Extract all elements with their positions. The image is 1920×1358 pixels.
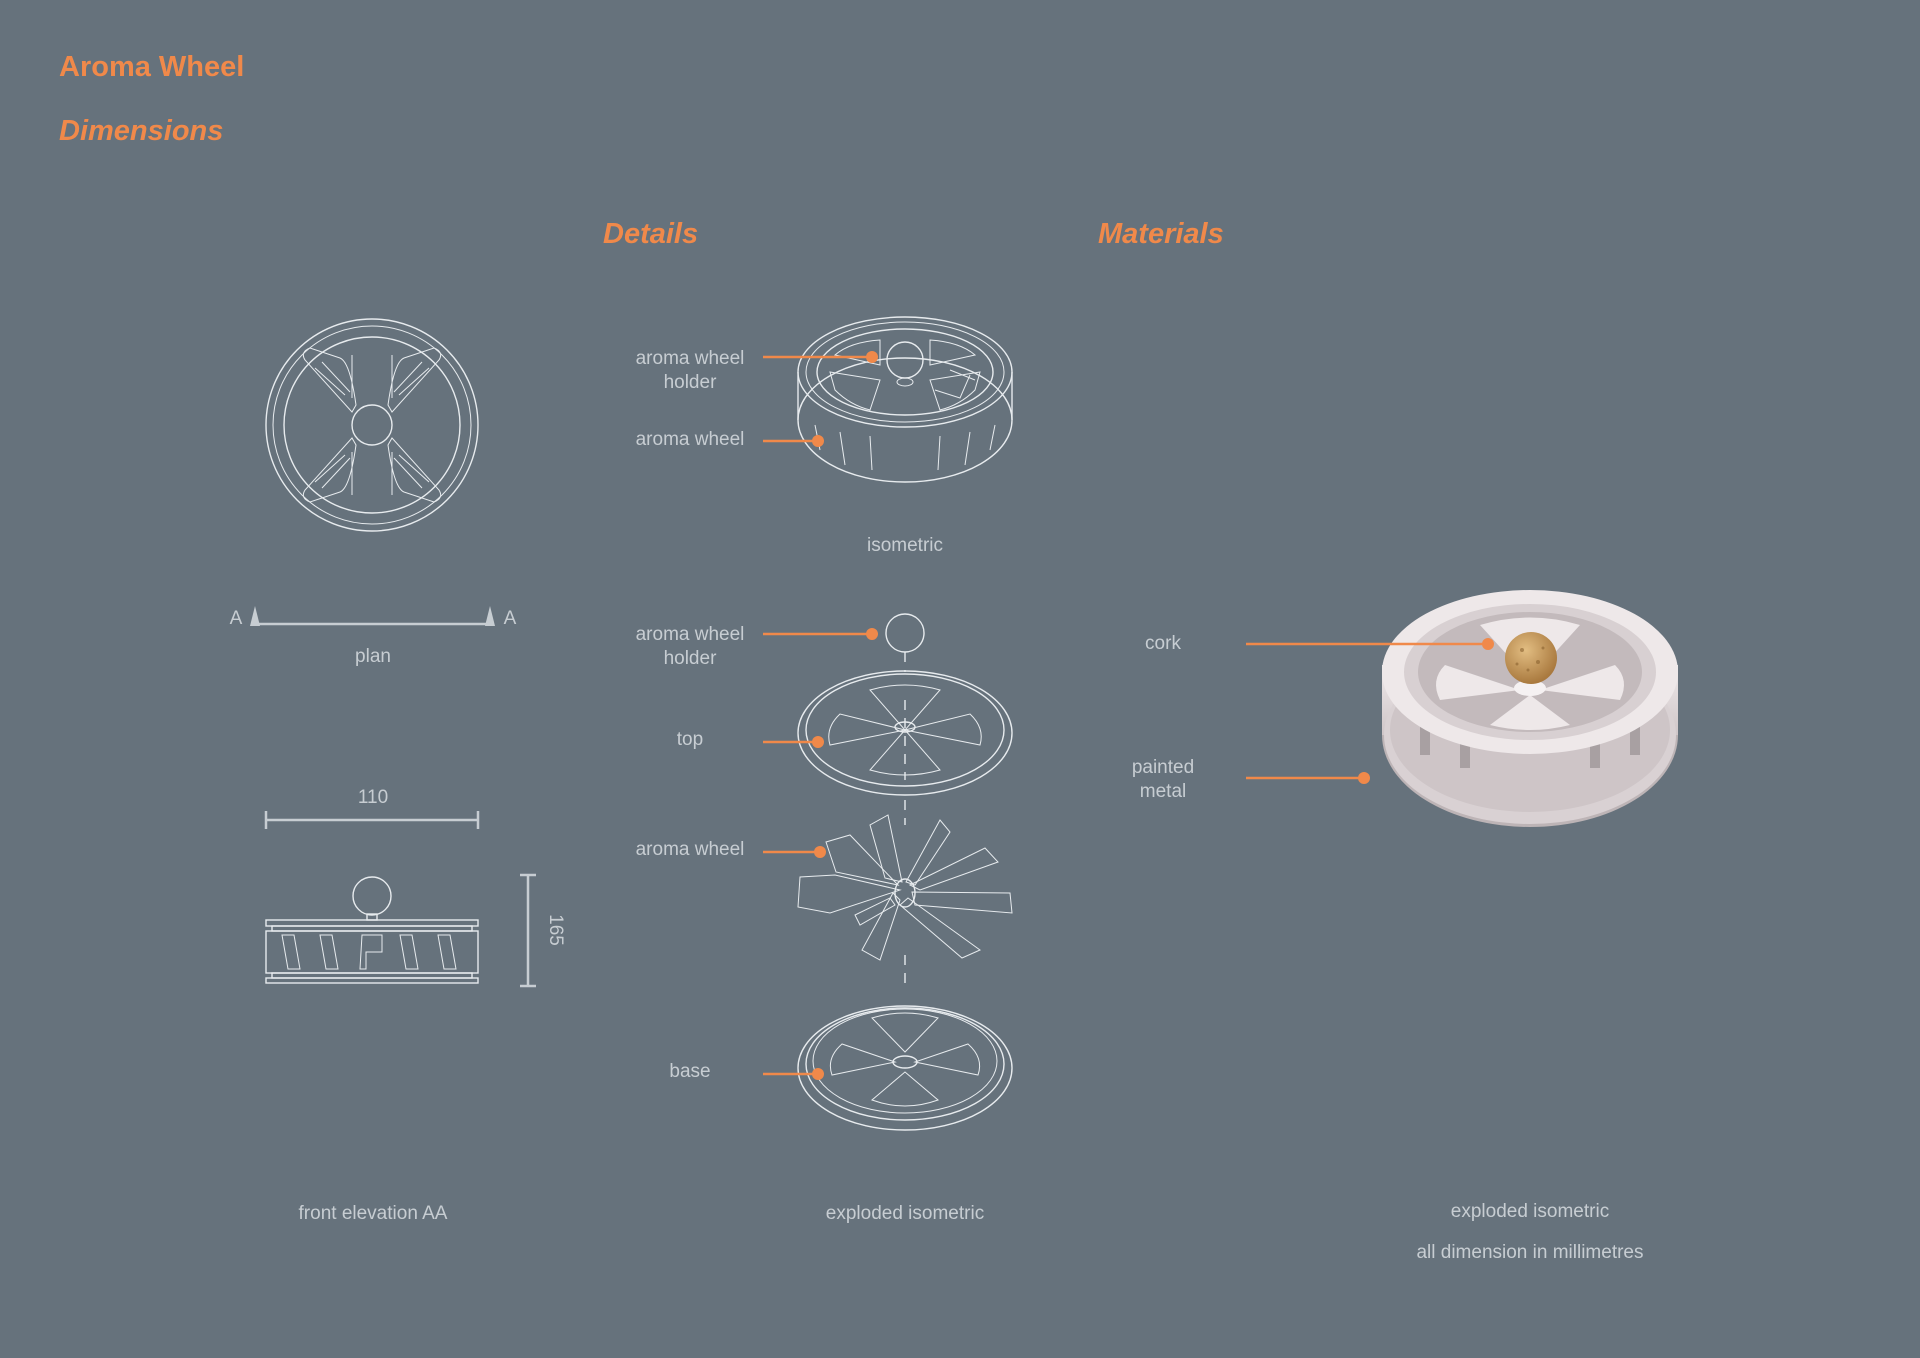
width-dimension-value: 110: [357, 787, 389, 808]
label-exploded-base: base: [669, 1061, 711, 1082]
section-title-materials: Materials: [1098, 218, 1224, 250]
plan-view-drawing: [265, 318, 479, 532]
label-painted-metal: painted metal: [1131, 757, 1195, 802]
section-title-details: Details: [603, 218, 699, 250]
plan-caption: plan: [355, 646, 391, 667]
label-iso-aroma-wheel-holder: aroma wheel holder: [635, 348, 745, 393]
exploded-isometric-drawing: [797, 613, 1013, 1131]
section-marker-left: A: [229, 608, 243, 629]
front-elevation-caption: front elevation AA: [298, 1203, 448, 1224]
front-elevation-drawing: [264, 811, 536, 988]
materials-render: [1382, 590, 1678, 827]
label-cork: cork: [1145, 633, 1181, 654]
section-marker-right: A: [503, 608, 517, 629]
materials-caption: exploded isometric: [1450, 1201, 1610, 1222]
units-note: all dimension in millimetres: [1416, 1242, 1644, 1263]
section-line-aa: [250, 606, 495, 626]
height-dimension-value: 165: [545, 914, 566, 946]
label-exploded-aroma-wheel: aroma wheel: [635, 839, 745, 860]
label-exploded-top: top: [676, 729, 704, 750]
isometric-drawing: [797, 316, 1013, 483]
label-iso-aroma-wheel: aroma wheel: [635, 429, 745, 450]
section-title-dimensions: Dimensions: [59, 115, 224, 147]
callout-leaders: [763, 351, 1494, 1080]
isometric-caption: isometric: [866, 535, 943, 556]
exploded-isometric-caption: exploded isometric: [825, 1203, 985, 1224]
page-title: Aroma Wheel: [59, 51, 245, 83]
label-exploded-aroma-wheel-holder: aroma wheel holder: [635, 624, 745, 669]
